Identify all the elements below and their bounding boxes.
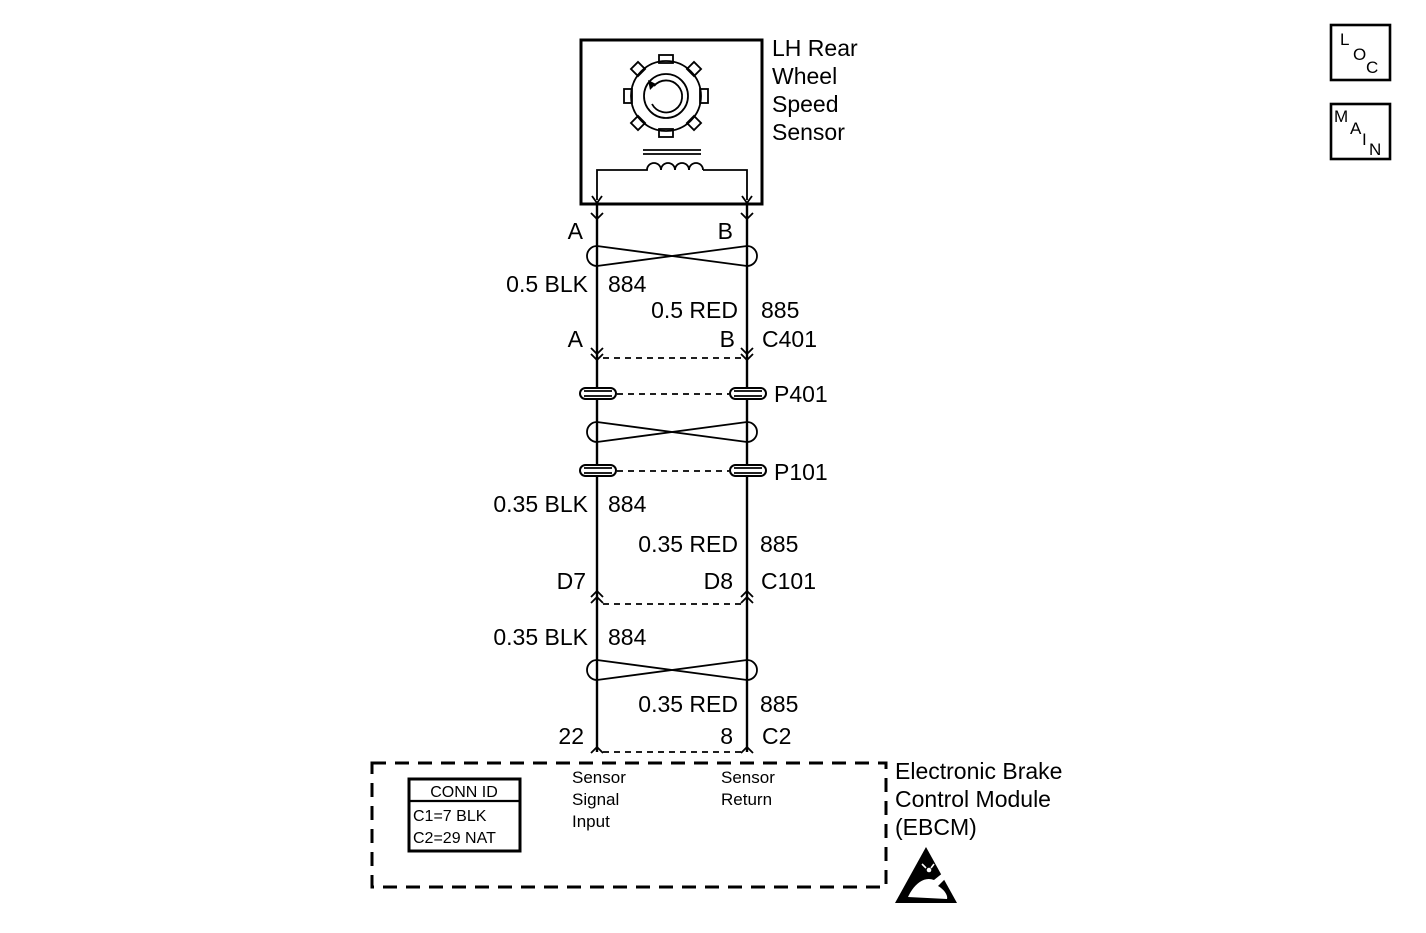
circuit-number-left: 884 [608, 624, 647, 650]
svg-text:C: C [1366, 58, 1378, 77]
c101-label: C101 [761, 568, 816, 594]
wire-gauge-right: 0.35 RED [638, 531, 738, 557]
twisted-pair-symbol [586, 245, 758, 267]
sensor-gear-icon [623, 54, 709, 138]
c2-pin-8: 8 [720, 723, 733, 749]
sensor-pin-b: B [718, 218, 733, 244]
main-button[interactable]: M A I N [1329, 102, 1392, 161]
ebcm-left-pin-description: Sensor Signal Input [572, 768, 631, 831]
ebcm-box [370, 761, 888, 889]
twisted-pair-symbol [586, 659, 758, 681]
sensor-name: LH Rear Wheel Speed Sensor [772, 35, 864, 145]
wire-gauge-left: 0.5 BLK [506, 271, 588, 297]
conn-id-row: C1=7 BLK [413, 808, 487, 825]
ebcm-name: Electronic Brake Control Module (EBCM) [895, 758, 1069, 840]
conn-id-row: C2=29 NAT [413, 830, 496, 847]
c2-pin-22: 22 [558, 723, 584, 749]
sensor-pin-a: A [568, 218, 584, 244]
c401-label: C401 [762, 326, 817, 352]
wire-gauge-left: 0.35 BLK [493, 491, 588, 517]
wire-gauge-right: 0.35 RED [638, 691, 738, 717]
c2-connector [590, 745, 754, 754]
p401-label: P401 [774, 381, 828, 407]
c401-connector [590, 347, 754, 362]
c101-pin-d7: D7 [557, 568, 586, 594]
circuit-number-right: 885 [760, 691, 798, 717]
twisted-pair-symbol [586, 421, 758, 443]
c401-pin-b: B [720, 326, 735, 352]
conn-id-title: CONN ID [430, 784, 498, 801]
c101-pin-d8: D8 [704, 568, 733, 594]
svg-text:O: O [1353, 45, 1366, 64]
circuit-number-left: 884 [608, 271, 647, 297]
wire-gauge-right: 0.5 RED [651, 297, 738, 323]
sensor-pin-chevrons [590, 212, 754, 221]
wire-gauge-left: 0.35 BLK [493, 624, 588, 650]
p101-label: P101 [774, 459, 828, 485]
conn-id-table [407, 777, 522, 853]
svg-text:L: L [1340, 30, 1349, 49]
svg-text:N: N [1369, 140, 1381, 159]
sensor-coil-icon [591, 149, 753, 205]
loc-button[interactable]: L O C [1329, 23, 1392, 82]
circuit-number-left: 884 [608, 491, 647, 517]
svg-text:M: M [1334, 107, 1348, 126]
svg-text:I: I [1362, 130, 1367, 149]
circuit-number-right: 885 [760, 531, 798, 557]
sensor-box [579, 38, 764, 206]
c401-pin-a: A [568, 326, 584, 352]
esd-warning-icon [895, 847, 957, 903]
ebcm-right-pin-description: Sensor Return [721, 768, 780, 809]
c101-connector [590, 589, 754, 605]
c2-label: C2 [762, 723, 791, 749]
p401-passthrough [579, 387, 767, 400]
p101-passthrough [579, 464, 767, 477]
svg-text:A: A [1350, 119, 1362, 138]
circuit-number-right: 885 [761, 297, 799, 323]
